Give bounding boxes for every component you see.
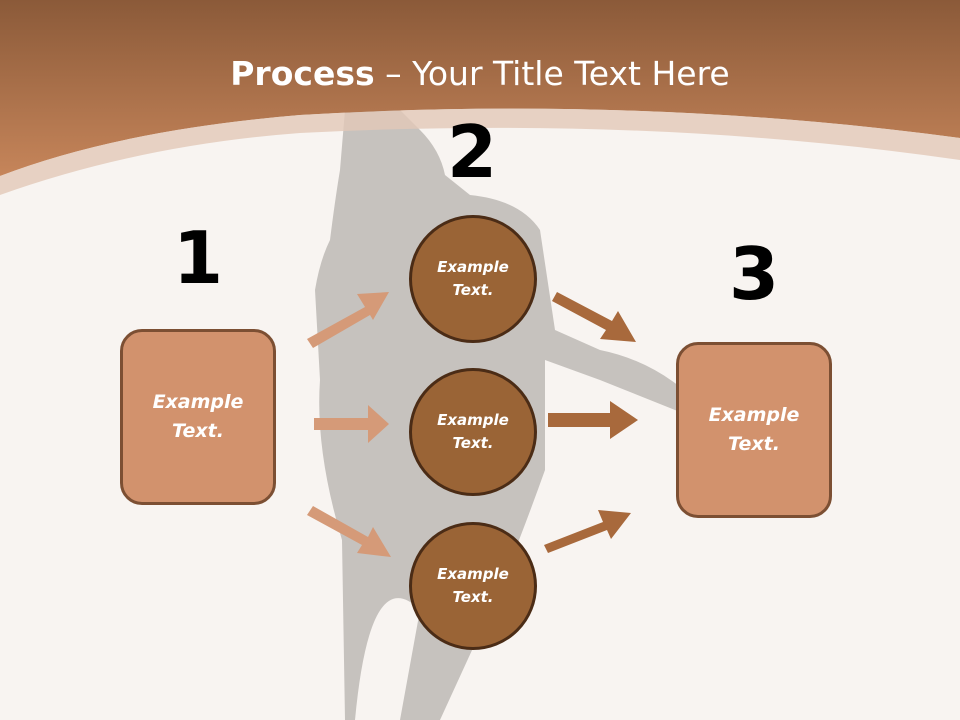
circle-top-label: Example Text. [437,258,509,299]
circle-bottom-label: Example Text. [437,565,509,606]
step-number-3: 3 [728,232,780,316]
step-number-1: 1 [172,216,224,300]
slide-title: Process – Your Title Text Here [0,52,960,96]
arrow-left-to-top [307,292,389,348]
circle-top: Example Text. [409,215,537,343]
header-band [0,0,960,176]
left-box: Example Text. [120,329,276,505]
arrow-left-to-bottom [307,506,391,557]
arrow-bottom-to-right [544,510,631,553]
circle-middle: Example Text. [409,368,537,496]
arrow-left-to-middle [314,405,389,443]
circle-middle-label: Example Text. [437,411,509,452]
step-number-2: 2 [446,110,498,194]
arrow-middle-to-right [548,401,638,439]
left-box-label: Example Text. [152,391,244,442]
circle-bottom: Example Text. [409,522,537,650]
title-rest: – Your Title Text Here [374,54,730,93]
right-box-label: Example Text. [708,404,800,455]
header-swoosh [0,108,960,195]
arrow-top-to-right [552,292,636,342]
right-box: Example Text. [676,342,832,518]
title-bold: Process [230,54,375,93]
